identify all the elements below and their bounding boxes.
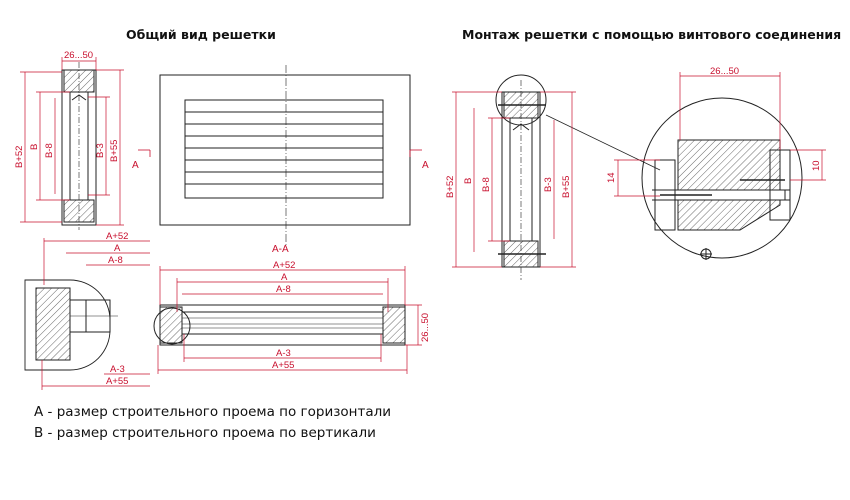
detail-leader	[545, 114, 661, 171]
dim-a-minus-3-detail: A-3	[110, 364, 125, 375]
dim-a-section: A	[281, 272, 288, 283]
dim-a-detail: A	[114, 243, 121, 254]
detail-bottom-left	[24, 279, 118, 371]
dim-b-minus-8-mount: B-8	[481, 177, 492, 192]
dim-b-plus-55-mount: B+55	[561, 176, 572, 198]
title-mounting: Монтаж решетки с помощью винтового соеди…	[462, 27, 841, 42]
side-dimensions-left	[20, 57, 124, 226]
legend-b-definition: B - размер строительного проема по верти…	[34, 425, 376, 441]
horizontal-dimensions	[157, 266, 422, 374]
dim-a-minus-3-section: A-3	[276, 348, 291, 359]
dim-depth-section: 26...50	[420, 313, 431, 342]
dim-depth-mount: 26...50	[710, 66, 739, 77]
side-section-left	[61, 62, 97, 230]
detail-circle-section	[153, 307, 191, 345]
screw-detail	[641, 97, 803, 260]
title-general-view: Общий вид решетки	[126, 27, 276, 42]
section-label: A-A	[272, 244, 289, 255]
dim-a-minus-8-section: A-8	[276, 284, 291, 295]
dim-b-plus-52-mount: B+52	[445, 176, 456, 198]
dim-b-plus-55-left: B+55	[109, 140, 120, 162]
dim-a-minus-8-detail: A-8	[108, 255, 123, 266]
dim-screw-14: 14	[606, 172, 617, 183]
dim-b-left: B	[29, 144, 40, 150]
cut-label-left: A	[132, 160, 139, 171]
mounting-dimensions	[452, 91, 576, 268]
dim-b-minus-3-mount: B-3	[543, 177, 554, 192]
front-view	[159, 65, 411, 245]
screw-dimensions	[614, 72, 826, 197]
dim-b-minus-8-left: B-8	[44, 143, 55, 158]
cut-markers	[138, 149, 422, 157]
dim-b-plus-52-left: B+52	[14, 146, 25, 168]
dim-a-plus-55-detail: A+55	[106, 376, 128, 387]
dim-depth-top: 26...50	[64, 50, 93, 61]
dim-a-plus-55-section: A+55	[272, 360, 294, 371]
horizontal-section	[159, 304, 406, 346]
detail-circle-mounting	[495, 74, 547, 126]
dim-b-mount: B	[463, 178, 474, 184]
dim-b-minus-3-left: B-3	[95, 143, 106, 158]
dim-a-plus-52-detail: A+52	[106, 231, 128, 242]
detail-dimensions	[41, 238, 150, 390]
mounting-section	[498, 80, 546, 280]
cut-label-right: A	[422, 160, 429, 171]
legend-a-definition: A - размер строительного проема по гориз…	[34, 404, 392, 420]
dim-a-plus-52-section: A+52	[273, 260, 295, 271]
dim-screw-10: 10	[811, 160, 822, 171]
